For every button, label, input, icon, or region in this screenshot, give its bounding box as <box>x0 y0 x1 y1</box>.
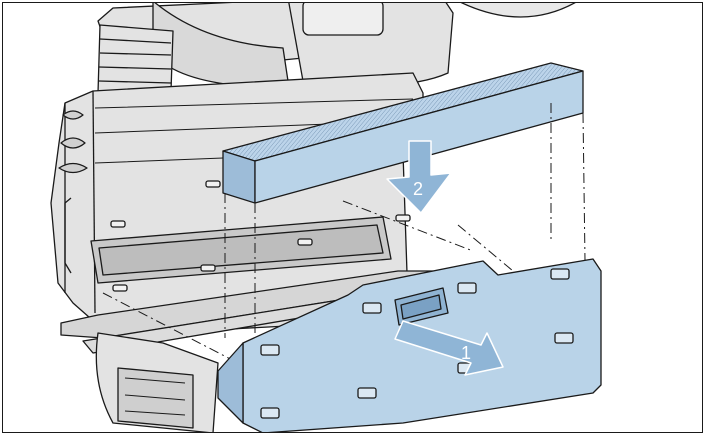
illustration-frame: 1 2 <box>2 2 703 433</box>
filter-installation-diagram: 1 2 <box>50 3 602 432</box>
filter-cartridge <box>222 62 584 204</box>
step-arrow-1: 1 <box>394 320 504 376</box>
step-number-2: 2 <box>413 179 423 199</box>
step-arrow-2: 2 <box>386 140 452 214</box>
alignment-guides <box>102 103 586 364</box>
step-number-1: 1 <box>461 343 471 363</box>
